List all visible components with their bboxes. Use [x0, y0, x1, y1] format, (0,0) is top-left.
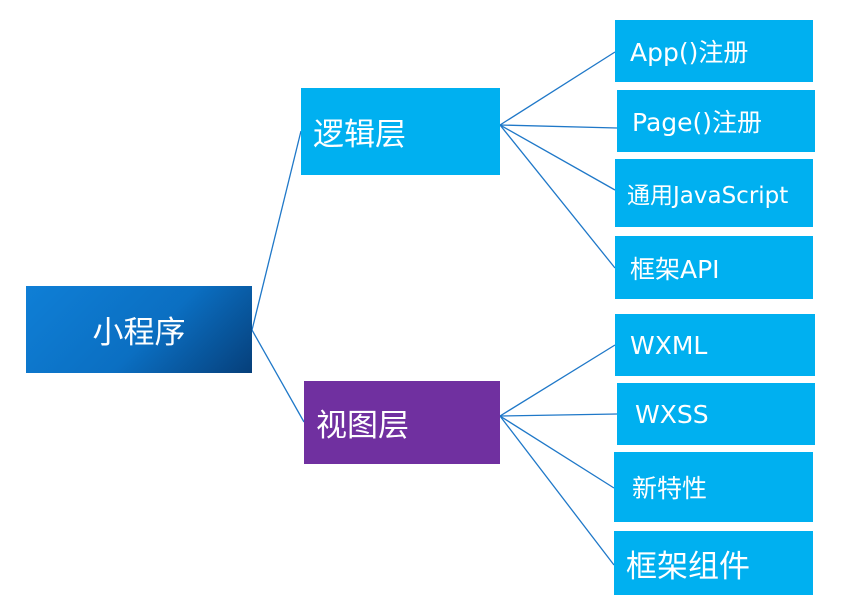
leaf-node-wxss: WXSS — [617, 383, 815, 445]
leaf-node-app-register: App()注册 — [615, 20, 813, 82]
leaf-node-label: 框架API — [630, 254, 720, 284]
root-node-label: 小程序 — [92, 315, 186, 351]
connector-view-new — [499, 415, 615, 489]
leaf-node-wxml: WXML — [615, 314, 815, 376]
logic-layer-node: 逻辑层 — [301, 88, 500, 175]
leaf-node-framework-api: 框架API — [615, 236, 813, 299]
connector-view-components — [499, 415, 615, 566]
leaf-node-new-features: 新特性 — [614, 452, 813, 522]
leaf-node-common-javascript: 通用JavaScript — [615, 159, 813, 227]
connector-root-view — [251, 329, 305, 423]
connector-logic-api — [499, 124, 616, 269]
connector-root-logic — [251, 130, 302, 331]
root-node: 小程序 — [26, 286, 252, 373]
leaf-node-label: WXSS — [635, 399, 709, 429]
leaf-node-framework-components: 框架组件 — [614, 531, 813, 595]
view-layer-node: 视图层 — [304, 381, 500, 464]
connector-logic-page — [499, 124, 618, 129]
leaf-node-label: 框架组件 — [626, 548, 750, 585]
connector-logic-app — [499, 51, 616, 126]
leaf-node-label: 新特性 — [632, 474, 708, 503]
leaf-node-label: App()注册 — [630, 38, 749, 67]
leaf-node-label: 通用JavaScript — [627, 183, 789, 209]
logic-layer-label: 逻辑层 — [313, 117, 406, 153]
leaf-node-label: Page()注册 — [632, 108, 763, 137]
leaf-node-page-register: Page()注册 — [617, 90, 815, 152]
connector-view-wxss — [499, 413, 618, 417]
connector-logic-js — [499, 124, 616, 191]
connector-view-wxml — [499, 344, 616, 417]
leaf-node-label: WXML — [630, 330, 708, 360]
view-layer-label: 视图层 — [316, 408, 409, 444]
